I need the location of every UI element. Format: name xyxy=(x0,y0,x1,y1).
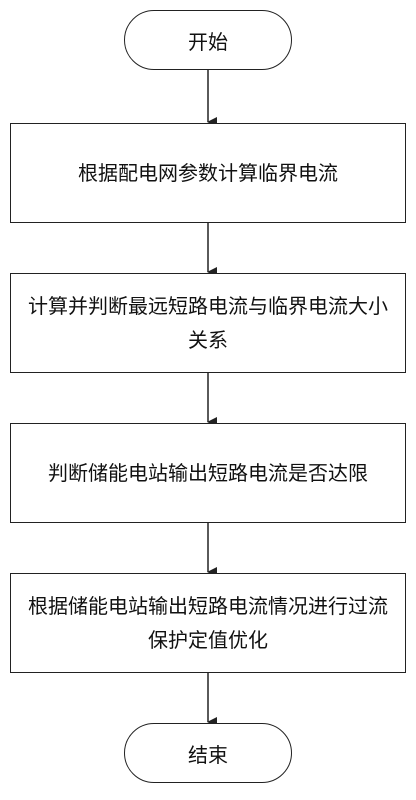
end-label: 结束 xyxy=(188,742,228,767)
step-2-label: 计算并判断最远短路电流与临界电流大小关系 xyxy=(28,294,388,352)
step-3-box: 判断储能电站输出短路电流是否达限 xyxy=(10,423,406,523)
start-label: 开始 xyxy=(188,29,228,54)
step-1-box: 根据配电网参数计算临界电流 xyxy=(10,123,406,223)
start-terminal: 开始 xyxy=(124,10,292,70)
end-terminal: 结束 xyxy=(124,723,292,783)
step-4-label: 根据储能电站输出短路电流情况进行过流保护定值优化 xyxy=(28,594,388,652)
step-4-box: 根据储能电站输出短路电流情况进行过流保护定值优化 xyxy=(10,573,406,673)
step-3-label: 判断储能电站输出短路电流是否达限 xyxy=(48,461,368,485)
step-1-label: 根据配电网参数计算临界电流 xyxy=(78,161,338,185)
step-2-box: 计算并判断最远短路电流与临界电流大小关系 xyxy=(10,273,406,373)
